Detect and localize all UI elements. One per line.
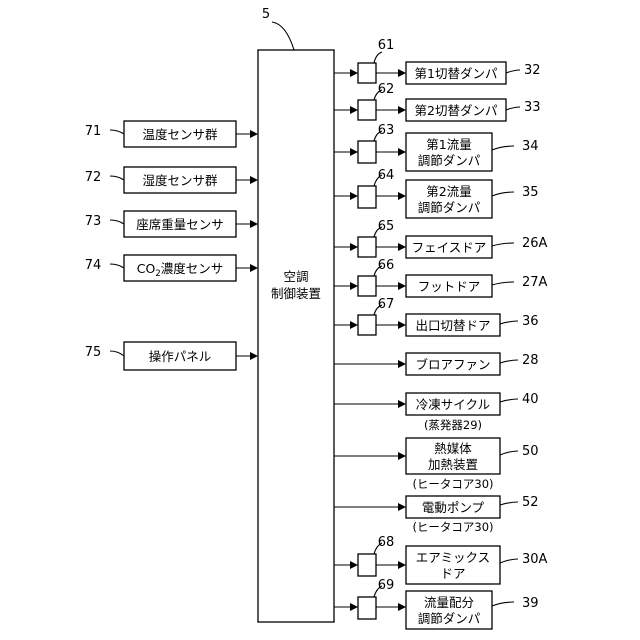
output-label: フェイスドア <box>412 240 487 255</box>
output-label: 第2切替ダンパ <box>415 103 498 118</box>
output-first-switch-damper: 61 第1切替ダンパ 32 <box>334 38 541 84</box>
driver-ref: 61 <box>378 38 395 53</box>
output-heat-medium-heater: 熱媒体 加熱装置 (ヒータコア30) 50 <box>334 438 539 491</box>
controller-ref: 5 <box>262 7 270 22</box>
output-ref: 52 <box>522 495 539 510</box>
output-label-2: ドア <box>440 566 465 581</box>
output-label-2: 調節ダンパ <box>418 611 481 626</box>
input-label: 操作パネル <box>149 349 212 364</box>
output-ref: 50 <box>522 444 539 459</box>
output-electric-pump: 電動ポンプ (ヒータコア30) 52 <box>334 495 539 534</box>
output-ref: 30A <box>522 552 548 567</box>
output-flow-distribution-damper: 69 流量配分 調節ダンパ 39 <box>334 578 539 629</box>
output-ref: 36 <box>522 314 539 329</box>
controller-block: 空調 制御装置 5 <box>258 7 334 622</box>
output-label: ブロアファン <box>415 357 490 372</box>
driver-ref: 64 <box>378 168 395 183</box>
output-outlet-switch-door: 67 出口切替ドア 36 <box>334 297 539 336</box>
driver-ref: 69 <box>378 578 395 593</box>
output-note: (ヒータコア30) <box>412 477 493 491</box>
output-label-2: 調節ダンパ <box>418 200 481 215</box>
input-label: 温度センサ群 <box>142 127 218 142</box>
output-second-flow-damper: 64 第2流量 調節ダンパ 35 <box>334 168 539 218</box>
input-ref: 74 <box>85 258 102 273</box>
output-ref: 32 <box>524 63 541 78</box>
output-label-1: エアミックス <box>416 550 490 565</box>
output-note: (ヒータコア30) <box>412 520 493 534</box>
output-label-1: 流量配分 <box>424 595 474 610</box>
input-label: 湿度センサ群 <box>142 173 218 188</box>
output-ref: 39 <box>522 596 539 611</box>
output-label-2: 調節ダンパ <box>418 153 481 168</box>
input-ref: 71 <box>85 124 102 139</box>
output-label: 出口切替ドア <box>415 318 490 333</box>
output-blower-fan: ブロアファン 28 <box>334 353 539 375</box>
output-label-1: 第2流量 <box>426 184 471 199</box>
input-ref: 75 <box>85 345 102 360</box>
input-temperature-sensors: 温度センサ群 71 <box>85 121 257 147</box>
output-ref: 35 <box>522 185 539 200</box>
controller-label-1: 空調 <box>283 269 308 284</box>
driver-ref: 63 <box>378 123 395 138</box>
output-foot-door: 66 フットドア 27A <box>334 258 548 297</box>
output-ref: 28 <box>522 353 539 368</box>
output-ref: 40 <box>522 392 539 407</box>
output-ref: 27A <box>522 275 548 290</box>
output-label-2: 加熱装置 <box>428 457 478 472</box>
output-label: 第1切替ダンパ <box>415 66 498 81</box>
output-air-mix-door: 68 エアミックス ドア 30A <box>334 535 548 584</box>
driver-ref: 67 <box>378 297 395 312</box>
output-label: 冷凍サイクル <box>416 397 490 412</box>
input-seat-weight-sensor: 座席重量センサ 73 <box>85 211 257 237</box>
output-ref: 26A <box>522 236 548 251</box>
output-label: フットドア <box>418 279 481 294</box>
input-ref: 72 <box>85 170 102 185</box>
output-refrigeration-cycle: 冷凍サイクル (蒸発器29) 40 <box>334 392 539 432</box>
output-label-1: 第1流量 <box>426 137 471 152</box>
driver-ref: 68 <box>378 535 395 550</box>
output-ref: 34 <box>522 139 539 154</box>
input-label: 座席重量センサ <box>136 217 224 232</box>
output-label: 電動ポンプ <box>422 500 485 515</box>
output-label-1: 熱媒体 <box>434 441 472 456</box>
input-humidity-sensors: 湿度センサ群 72 <box>85 167 257 193</box>
output-ref: 33 <box>524 100 541 115</box>
driver-ref: 65 <box>378 219 395 234</box>
output-first-flow-damper: 63 第1流量 調節ダンパ 34 <box>334 123 539 171</box>
input-co2-sensor: CO2濃度センサ 74 <box>85 255 257 281</box>
output-note: (蒸発器29) <box>424 418 482 432</box>
output-face-door: 65 フェイスドア 26A <box>334 219 548 258</box>
input-operation-panel: 操作パネル 75 <box>85 342 257 370</box>
driver-ref: 66 <box>378 258 395 273</box>
controller-label-2: 制御装置 <box>271 286 321 301</box>
input-ref: 73 <box>85 214 102 229</box>
output-second-switch-damper: 62 第2切替ダンパ 33 <box>334 82 541 121</box>
driver-ref: 62 <box>378 82 395 97</box>
